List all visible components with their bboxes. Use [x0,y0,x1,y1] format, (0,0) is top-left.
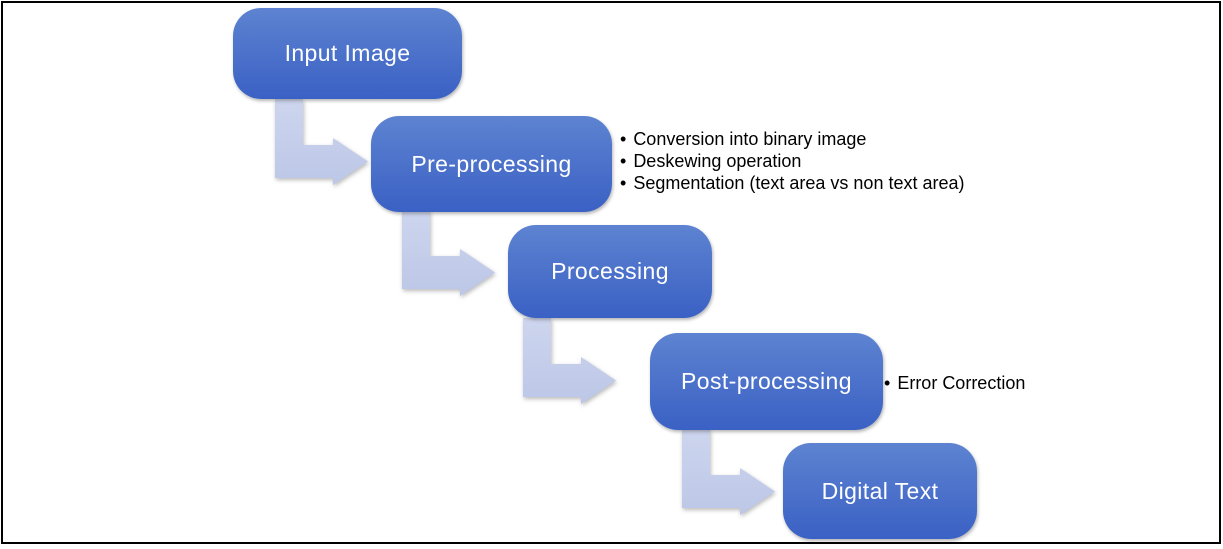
node-processing: Processing [508,225,712,318]
node-post-processing-label: Post-processing [681,368,852,394]
flow-arrow-postprocessing-to-digitaltext [682,429,775,515]
node-digital-text: Digital Text [783,443,977,539]
node-input-image: Input Image [233,8,462,99]
note-deskewing: Deskewing operation [620,150,965,172]
node-pre-processing: Pre-processing [371,116,612,212]
flow-arrow-preprocessing-to-processing [402,210,495,296]
note-deskewing-text: Deskewing operation [633,151,802,171]
note-conversion-text: Conversion into binary image [633,129,867,149]
note-conversion: Conversion into binary image [620,128,965,150]
flow-arrow-processing-to-postprocessing [523,318,616,404]
flow-arrow-input-to-preprocessing [275,99,368,185]
note-error-correction: Error Correction [884,372,1025,394]
note-error-correction-text: Error Correction [897,373,1026,393]
note-segmentation-text: Segmentation (text area vs non text area… [633,173,965,193]
note-segmentation: Segmentation (text area vs non text area… [620,172,965,194]
node-input-image-label: Input Image [284,40,411,66]
node-digital-text-label: Digital Text [821,477,939,504]
pre-processing-notes: Conversion into binary image Deskewing o… [620,128,965,194]
post-processing-notes: Error Correction [884,372,1025,394]
node-post-processing: Post-processing [650,333,883,430]
node-processing-label: Processing [551,258,669,284]
node-pre-processing-label: Pre-processing [411,150,572,177]
